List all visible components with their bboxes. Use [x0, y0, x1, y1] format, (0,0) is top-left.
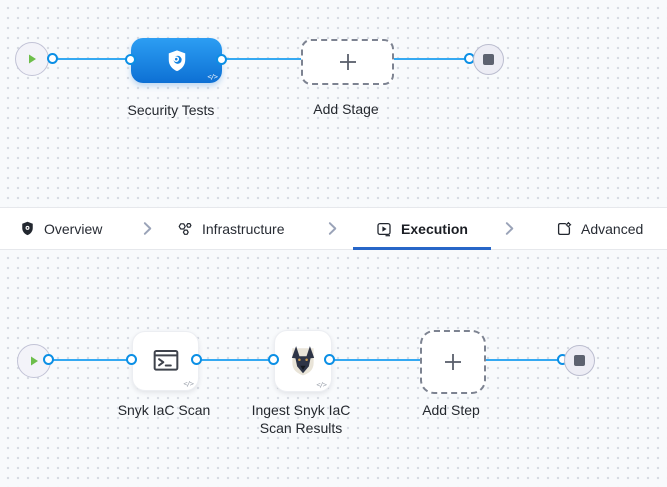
connector-line	[390, 58, 472, 60]
play-icon	[28, 355, 40, 367]
plus-icon	[338, 52, 358, 72]
connector-port[interactable]	[47, 53, 58, 64]
execution-end-node	[564, 345, 595, 376]
tab-label: Overview	[44, 220, 103, 237]
tab-advanced[interactable]: Advanced	[556, 208, 643, 249]
step-label: Snyk IaC Scan	[117, 402, 211, 418]
add-step-label: Add Step	[422, 402, 480, 418]
chevron-right-icon	[142, 208, 153, 249]
add-stage-label: Add Stage	[313, 101, 379, 117]
connector-line	[46, 58, 133, 60]
pipeline-start-node	[15, 42, 49, 76]
hexagons-icon	[177, 221, 193, 237]
step-node-snyk-iac-scan[interactable]: </>	[132, 331, 199, 391]
tab-label: Advanced	[581, 220, 644, 237]
connector-port[interactable]	[125, 54, 136, 65]
connector-port[interactable]	[324, 354, 335, 365]
shield-icon	[20, 221, 35, 236]
connector-line	[482, 359, 562, 361]
shield-scan-icon	[164, 48, 190, 74]
chevron-right-icon	[327, 208, 338, 249]
selected-tab-underline	[353, 247, 491, 250]
play-icon	[26, 53, 38, 65]
stop-icon	[574, 355, 585, 366]
pipeline-end-node	[473, 44, 504, 75]
connector-line	[330, 359, 421, 361]
tab-label: Execution	[401, 220, 468, 237]
add-stage-button[interactable]	[301, 39, 394, 85]
plus-icon	[443, 352, 463, 372]
play-box-icon	[376, 221, 392, 237]
terminal-icon	[150, 345, 182, 377]
tab-execution[interactable]: Execution	[353, 208, 491, 249]
connector-port[interactable]	[126, 354, 137, 365]
step-label: Ingest Snyk IaC Scan Results	[251, 402, 351, 436]
stage-node-security-tests[interactable]: </>	[131, 38, 222, 83]
doberman-dog-icon	[286, 343, 320, 379]
code-glyph: </>	[183, 380, 194, 388]
connector-line	[222, 58, 303, 60]
connector-line	[197, 359, 275, 361]
stage-label: Security Tests	[127, 102, 215, 118]
add-step-button[interactable]	[420, 330, 486, 394]
stop-icon	[483, 54, 494, 65]
code-glyph: </>	[316, 381, 327, 389]
step-node-ingest-snyk-results[interactable]: </>	[274, 330, 332, 392]
connector-line	[48, 359, 133, 361]
tab-overview[interactable]: Overview	[20, 208, 102, 249]
connector-port[interactable]	[268, 354, 279, 365]
box-gear-icon	[556, 221, 572, 237]
tab-infrastructure[interactable]: Infrastructure	[177, 208, 284, 249]
code-glyph: </>	[207, 73, 218, 81]
connector-port[interactable]	[191, 354, 202, 365]
connector-port[interactable]	[43, 354, 54, 365]
stage-config-tab-bar: Overview Infrastructure Execution	[0, 207, 667, 250]
tab-label: Infrastructure	[202, 220, 285, 237]
chevron-right-icon	[504, 208, 515, 249]
connector-port[interactable]	[216, 54, 227, 65]
